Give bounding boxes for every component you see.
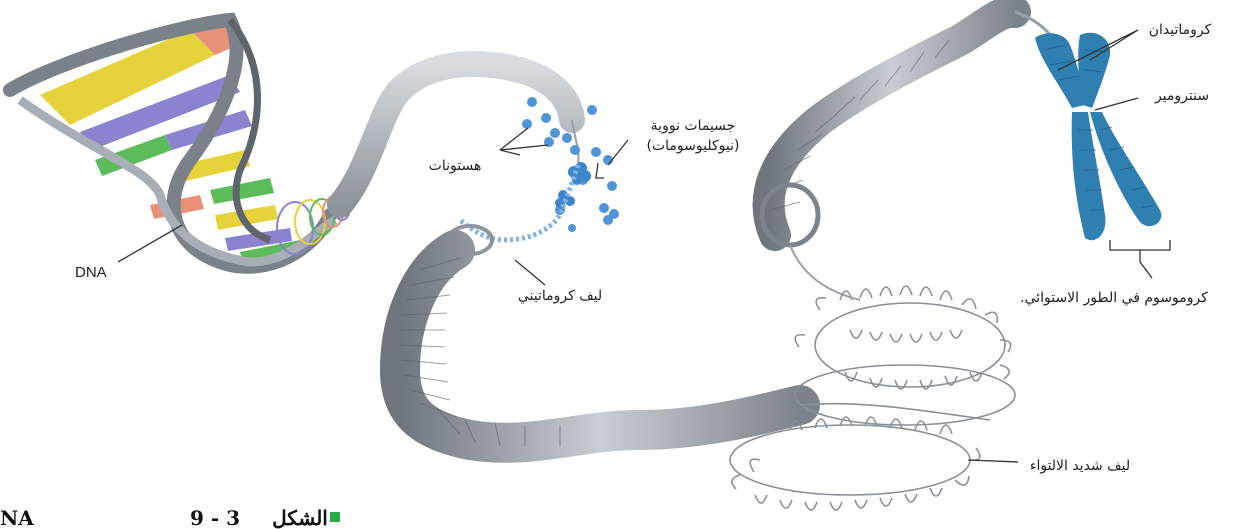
label-supercoiled-fiber: ليف شديد الالتواء bbox=[1030, 458, 1130, 474]
figure-caption: NA 9 - 3 الشكل bbox=[0, 506, 340, 529]
label-dna: DNA bbox=[75, 264, 107, 281]
label-nucleosomes-line2: (نيوكليوسومات) bbox=[647, 138, 740, 154]
coiled-fiber-body bbox=[400, 250, 800, 443]
base-pair-green-2 bbox=[210, 178, 274, 204]
leader-nucleosomes bbox=[596, 140, 628, 178]
histone bbox=[527, 97, 537, 107]
caption-figure-number: 9 - 3 bbox=[190, 506, 240, 529]
histone bbox=[562, 133, 572, 143]
caption-tail: NA bbox=[0, 506, 34, 529]
caption-prefix: الشكل bbox=[272, 506, 328, 529]
thin-strand-3 bbox=[790, 245, 860, 300]
chromosome-bracket bbox=[1110, 240, 1170, 278]
histone bbox=[603, 215, 613, 225]
leader-histones bbox=[500, 128, 548, 155]
dna-helix bbox=[10, 18, 350, 267]
leader-chromatin-fiber bbox=[515, 260, 545, 285]
histone bbox=[607, 181, 617, 191]
leader-supercoiled bbox=[968, 460, 1018, 462]
coiled-fiber-right bbox=[769, 12, 1015, 235]
caption-marker bbox=[330, 512, 340, 522]
label-chromatin-fiber: ليف كروماتيني bbox=[518, 288, 602, 304]
histone bbox=[568, 224, 576, 232]
chromatid-upper-right bbox=[1078, 33, 1110, 108]
label-histones: هستونات bbox=[429, 158, 482, 174]
chromatid-upper-left bbox=[1035, 33, 1085, 108]
histone bbox=[550, 128, 560, 138]
histone bbox=[591, 147, 601, 157]
label-chromatids: كروماتيدان bbox=[1149, 22, 1212, 38]
histone bbox=[570, 145, 580, 155]
histone bbox=[541, 113, 551, 123]
label-nucleosomes-line1: جسيمات نووية bbox=[651, 118, 736, 134]
label-centromere: سنترومير bbox=[1154, 88, 1209, 104]
ribbon-fiber bbox=[340, 64, 572, 205]
leader-dna bbox=[118, 225, 182, 262]
histone bbox=[587, 105, 597, 115]
histone bbox=[522, 119, 532, 129]
label-metaphase-chromosome: كروموسوم في الطور الاستوائي. bbox=[1020, 290, 1208, 306]
leader-centromere bbox=[1095, 98, 1138, 110]
histone bbox=[599, 203, 609, 213]
